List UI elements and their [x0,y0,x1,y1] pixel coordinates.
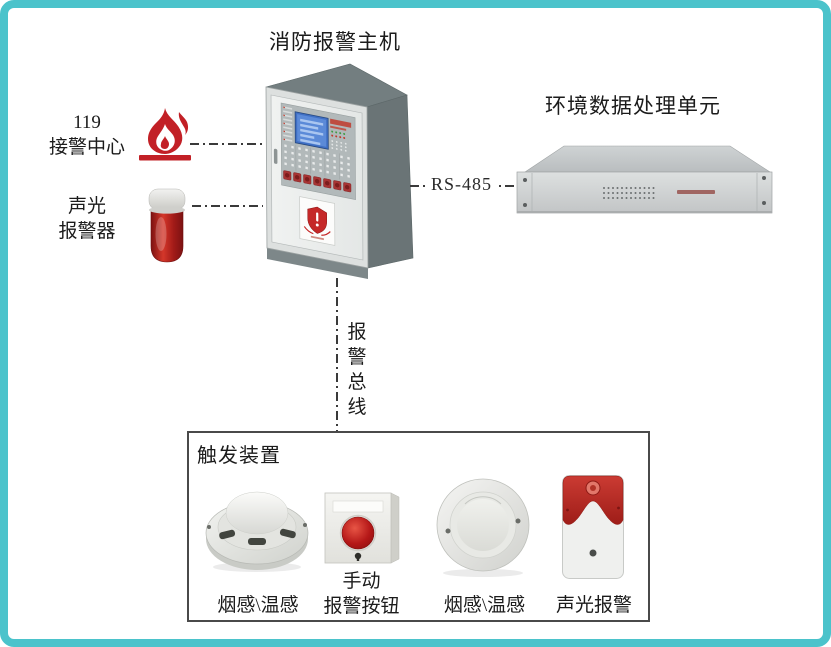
fire-alarm-cabinet-icon [265,63,414,279]
link-siren-line [192,205,263,207]
trigger-box-title: 触发装置 [197,445,281,467]
manual-call-point-image [321,487,403,569]
alarm-bus-char: 警 [347,347,367,368]
alarm-bus-line [336,278,338,431]
alarm-bus-char: 总 [347,372,367,393]
env-unit-image [512,140,777,218]
smoke-detector-2-image [435,476,531,578]
siren-label-line2: 报警器 [58,221,116,242]
siren-label-line1: 声光 [67,196,106,217]
sound-light-alarm-image [561,474,625,580]
sound-light-alarm-label: 声光报警 [555,595,632,616]
call-center-line2: 接警中心 [48,137,125,158]
manual-call-point-label-line2: 报警按钮 [323,596,400,617]
fire-alarm-panel-title: 消防报警主机 [269,30,401,54]
trigger-box: 触发装置 [187,431,650,622]
alarm-bus-char: 线 [347,397,367,418]
flame-icon [136,106,194,164]
siren-label: 声光 报警器 [37,194,137,244]
env-unit-title: 环境数据处理单元 [545,94,721,118]
rs485-label: RS-485 [427,174,497,195]
alarm-bus-label: 报 警 总 线 [344,320,370,420]
alarm-bus-char: 报 [347,322,367,343]
call-center-label: 119 接警中心 [37,110,137,160]
manual-call-point-label: 手动 报警按钮 [314,569,409,619]
call-center-line1: 119 [73,112,101,133]
link-call-center-line [190,143,263,145]
detector-1-label: 烟感\温感 [217,595,299,616]
rack-nameplate [677,190,715,194]
fire-alarm-panel-image [255,62,425,297]
siren-image [138,184,196,269]
smoke-detector-1-image [203,477,311,575]
detector-2-label: 烟感\温感 [443,595,526,616]
rack-vent-holes [603,187,655,199]
manual-call-point-label-line1: 手动 [342,571,381,592]
